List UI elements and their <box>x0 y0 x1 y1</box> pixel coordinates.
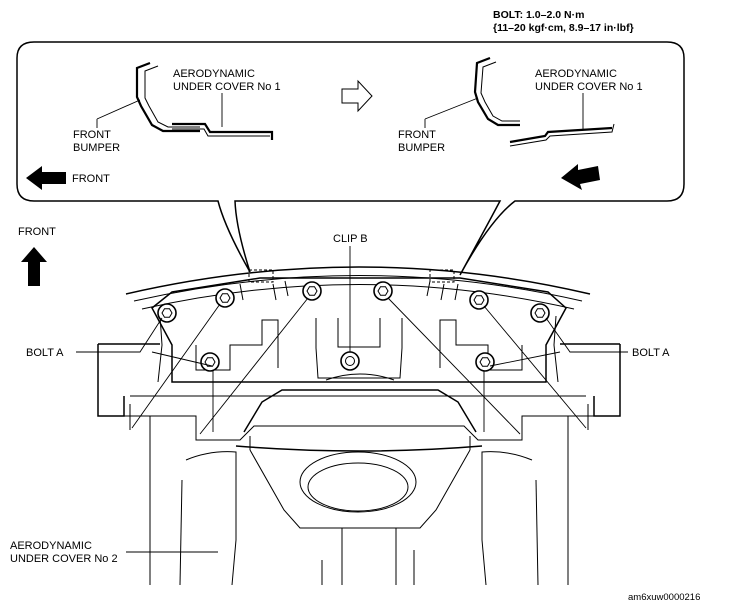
under-cover-2-label-1: AERODYNAMIC <box>10 540 92 552</box>
under-cover-1 <box>151 277 567 383</box>
bolt-icon <box>215 288 235 308</box>
torque-spec-line-2: {11–20 kgf·cm, 8.9–17 in·lbf} <box>493 22 634 34</box>
clip-b-label: CLIP B <box>333 233 368 245</box>
bumper-before-label-1: FRONT <box>73 129 111 141</box>
under-cover-2-label-2: UNDER COVER No 2 <box>10 553 118 565</box>
after-state: AERODYNAMIC UNDER COVER No 1 FRONT BUMPE… <box>398 56 643 190</box>
detail-callout: AERODYNAMIC UNDER COVER No 1 FRONT BUMPE… <box>16 41 685 276</box>
bolt-icon <box>530 303 550 323</box>
torque-spec-line-1: BOLT: 1.0–2.0 N·m <box>493 9 584 21</box>
bolt-a-right-label: BOLT A <box>632 347 670 359</box>
transition-arrow-icon <box>341 79 373 113</box>
cover1-before-label-1: AERODYNAMIC <box>173 68 255 80</box>
bolt-icon <box>475 352 495 372</box>
front-arrow-icon <box>26 166 66 190</box>
bolt-icon <box>302 281 322 301</box>
bumper-edge <box>125 266 591 295</box>
callout-front-label: FRONT <box>72 173 110 185</box>
callout-balloon <box>16 41 685 276</box>
movement-arrow-icon <box>561 164 600 190</box>
main-front-label: FRONT <box>18 226 56 238</box>
bumper-before-label-2: BUMPER <box>73 142 120 154</box>
cover1-after-label-2: UNDER COVER No 1 <box>535 81 643 93</box>
bolt-icon <box>200 352 220 372</box>
bolts <box>157 281 550 372</box>
before-state: AERODYNAMIC UNDER COVER No 1 FRONT BUMPE… <box>26 61 281 190</box>
bumper-after-label-1: FRONT <box>398 129 436 141</box>
under-cover-1-after <box>509 126 613 144</box>
front-up-arrow-icon <box>21 247 47 286</box>
figure-id: am6xuw0000216 <box>628 592 700 603</box>
bolt-icon <box>157 303 177 323</box>
bumper-after-label-2: BUMPER <box>398 142 445 154</box>
cover1-before-label-2: UNDER COVER No 1 <box>173 81 281 93</box>
bolt-icon <box>373 281 393 301</box>
cover1-after-label-1: AERODYNAMIC <box>535 68 617 80</box>
vehicle-underside <box>97 266 621 586</box>
clip-icon <box>340 351 360 371</box>
bumper-after <box>473 56 520 127</box>
bolt-a-left-label: BOLT A <box>26 347 64 359</box>
under-cover-1-before <box>172 122 274 140</box>
bolt-icon <box>469 290 489 310</box>
bumper-before <box>135 61 200 133</box>
